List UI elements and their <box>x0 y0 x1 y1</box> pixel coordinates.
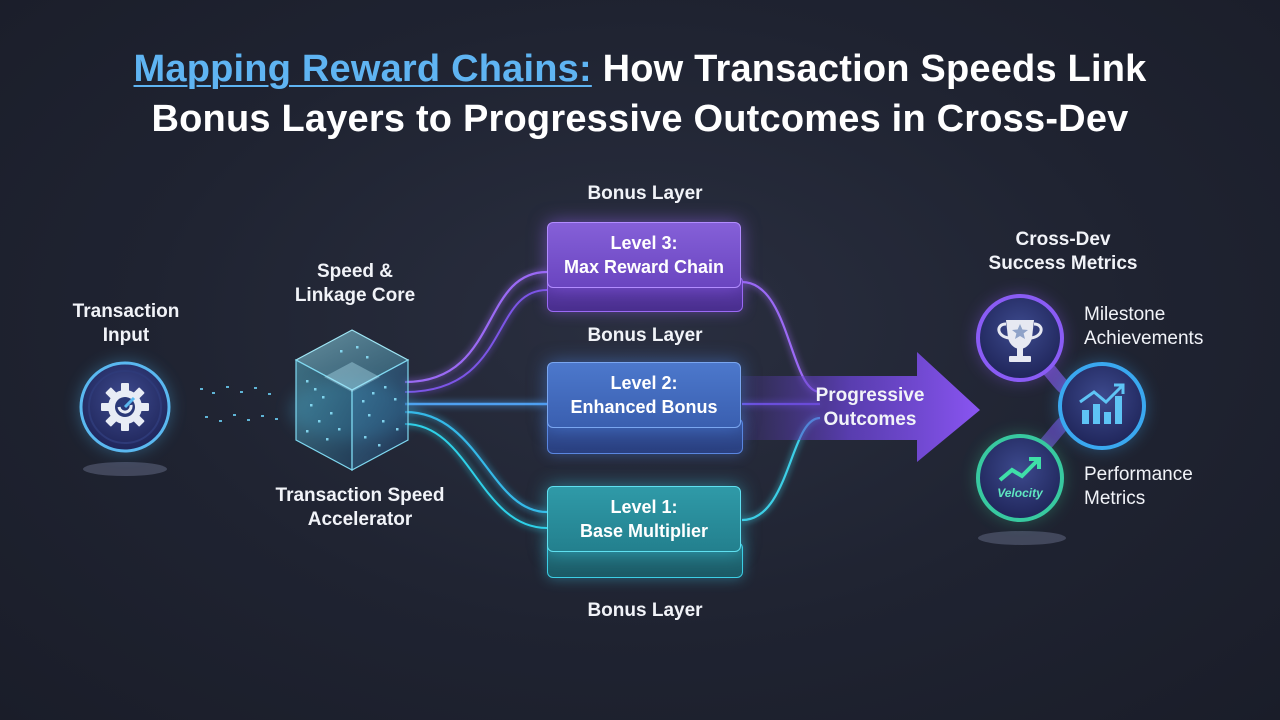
trend-up-icon <box>998 457 1041 482</box>
level2-box: Level 2: Enhanced Bonus <box>547 362 741 428</box>
trophy-icon <box>997 320 1043 362</box>
transaction-input-node <box>79 361 171 476</box>
metrics-cluster <box>976 294 1146 545</box>
progressive-arrow <box>742 352 980 462</box>
transaction-input-label: Transaction Input <box>72 301 180 346</box>
core-top-label: Speed & Linkage Core <box>294 261 416 306</box>
velocity-node <box>976 434 1064 522</box>
bonus-layer-label-top: Bonus Layer <box>587 183 703 204</box>
level3-box: Level 3: Max Reward Chain <box>547 222 741 288</box>
cube-icon <box>290 329 414 472</box>
input-beam <box>170 386 300 422</box>
milestone-label: Milestone Achievements <box>1084 304 1204 349</box>
title-line2: Bonus Layers to Progressive Outcomes in … <box>151 98 1129 140</box>
performance-label: Performance Metrics <box>1084 464 1193 509</box>
connectors-core-to-layers <box>404 270 548 529</box>
bonus-layer-label-bottom: Bonus Layer <box>587 600 703 621</box>
metrics-header: Cross-Dev Success Metrics <box>988 229 1138 274</box>
title-highlight: Mapping Reward Chains: <box>133 48 592 90</box>
gear-icon <box>101 383 149 431</box>
velocity-text: Velocity <box>997 486 1043 500</box>
level1-box: Level 1: Base Multiplier <box>547 486 741 552</box>
trophy-node <box>976 294 1064 382</box>
bonus-layer-label-mid: Bonus Layer <box>587 325 703 346</box>
bar-chart-icon <box>1079 383 1125 424</box>
progressive-outcomes-label: Progressive Outcomes <box>815 385 925 430</box>
bar-chart-node <box>1058 362 1146 450</box>
page-title: Mapping Reward Chains: How Transaction S… <box>0 44 1280 144</box>
core-bottom-label: Transaction Speed Accelerator <box>275 485 445 530</box>
title-line1: How Transaction Speeds Link <box>591 48 1147 90</box>
